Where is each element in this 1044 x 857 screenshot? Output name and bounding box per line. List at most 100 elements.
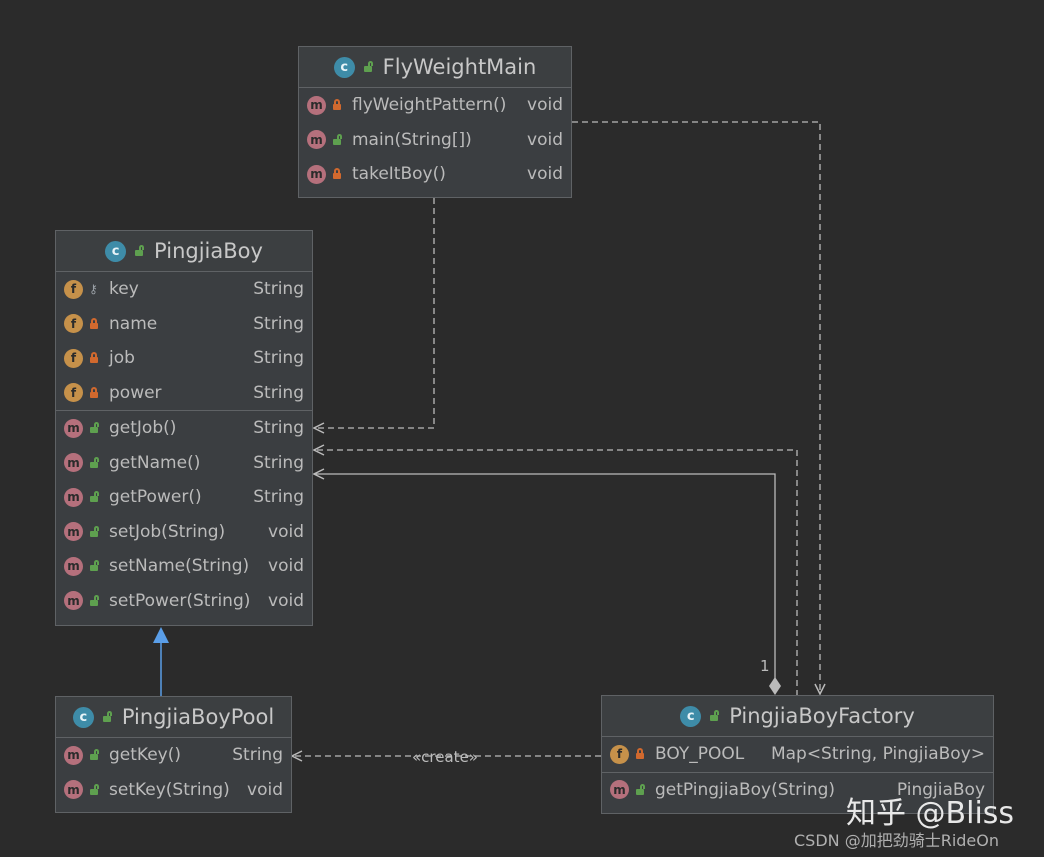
static-field-icon: f [610,744,629,764]
field-type: String [253,279,304,300]
class-header: c PingjiaBoyPool [56,697,291,738]
method-row[interactable]: m getPower() String [56,480,312,515]
method-row[interactable]: m flyWeightPattern() void [299,88,571,123]
composition-factory-to-boy [314,474,776,678]
method-row[interactable]: m takeItBoy() void [299,157,571,192]
class-header: c PingjiaBoyFactory [602,696,993,737]
field-icon: f [64,314,83,334]
method-row[interactable]: m getName() String [56,446,312,481]
field-type: Map<String, PingjiaBoy> [770,744,985,765]
method-type: String [253,452,304,473]
field-row[interactable]: f ⚷ key String [56,272,312,307]
class-icon: c [333,56,355,78]
method-name: getPingjiaBoy(String) [655,779,836,800]
method-type: void [268,590,304,611]
method-name: getName() [109,452,201,473]
method-type: String [232,745,283,766]
class-name: PingjiaBoy [154,239,263,263]
private-icon [89,386,99,399]
class-pingjiaboy[interactable]: c PingjiaBoy f ⚷ key String f name Strin… [55,230,313,626]
method-name: main(String[]) [352,129,472,150]
method-icon: m [64,556,83,576]
private-icon [332,99,342,111]
create-label: «create» [412,748,478,766]
method-type: String [253,487,304,508]
field-name: key [109,279,139,300]
field-row[interactable]: f job String [56,341,312,376]
private-icon [635,748,645,760]
public-icon [89,457,99,469]
field-row[interactable]: f BOY_POOL Map<String, PingjiaBoy> [602,737,993,772]
public-icon [89,749,99,761]
field-icon: f [64,383,83,403]
dependency-main-to-factory [572,121,820,694]
method-row[interactable]: m setJob(String) void [56,515,312,550]
method-name: getPower() [109,487,202,508]
field-name: job [109,348,135,369]
public-icon [89,595,99,607]
class-name: PingjiaBoyFactory [729,704,915,728]
methods-section: m getJob() String m getName() String m g… [56,410,312,618]
field-row[interactable]: f name String [56,307,312,342]
public-icon [89,784,99,796]
method-row[interactable]: m getPingjiaBoy(String) PingjiaBoy [602,771,993,808]
method-icon: m [64,453,83,473]
method-icon: m [64,591,83,611]
method-icon: m [64,487,83,507]
class-pingjiaboyfactory[interactable]: c PingjiaBoyFactory f BOY_POOL Map<Strin… [601,695,994,814]
method-name: flyWeightPattern() [352,95,507,116]
zhihu-watermark: 知乎 @Bliss [846,796,1015,831]
public-icon [363,61,373,73]
class-name: PingjiaBoyPool [121,705,275,729]
method-type: void [527,164,563,185]
public-icon [89,491,99,503]
method-type: String [253,418,304,439]
public-icon [635,784,645,796]
public-icon [134,245,144,257]
field-name: power [109,382,162,403]
method-row[interactable]: m setPower(String) void [56,584,312,619]
field-row[interactable]: f power String [56,376,312,411]
method-type: void [527,95,563,116]
class-header: c PingjiaBoy [56,231,312,272]
dependency-factory-to-boy [314,450,798,696]
public-icon [89,422,99,434]
method-type: void [268,556,304,577]
dependency-main-to-boy [314,198,435,428]
method-row[interactable]: m setName(String) void [56,549,312,584]
composition-diamond [769,677,781,695]
multiplicity-label: 1 [760,657,770,675]
class-icon: c [72,706,94,728]
method-icon: m [64,522,83,542]
method-name: setJob(String) [109,521,226,542]
method-icon: m [64,745,83,765]
method-row[interactable]: m setKey(String) void [56,773,291,808]
class-header: c FlyWeightMain [299,47,571,88]
method-type: PingjiaBoy [896,779,985,800]
method-name: setKey(String) [109,779,230,800]
public-icon [332,134,342,146]
method-icon: m [307,164,326,184]
public-icon [709,710,719,722]
public-icon [89,560,99,572]
class-flyweightmain[interactable]: c FlyWeightMain m flyWeightPattern() voi… [298,46,572,198]
method-icon: m [610,780,629,800]
class-icon: c [680,705,702,727]
field-name: name [109,313,158,334]
method-name: getKey() [109,745,182,766]
public-icon [89,526,99,538]
field-type: String [253,382,304,403]
field-type: String [253,313,304,334]
abstract-class-icon: c [105,240,127,262]
private-icon [332,168,342,180]
method-row[interactable]: m getKey() String [56,738,291,773]
private-icon [89,317,99,330]
method-row[interactable]: m main(String[]) void [299,123,571,158]
class-pingjiaboypool[interactable]: c PingjiaBoyPool m getKey() String m set… [55,696,292,813]
method-name: getJob() [109,418,177,439]
method-name: takeItBoy() [352,164,446,185]
method-name: setPower(String) [109,590,251,611]
private-icon [89,352,99,364]
method-row[interactable]: m getJob() String [56,411,312,446]
